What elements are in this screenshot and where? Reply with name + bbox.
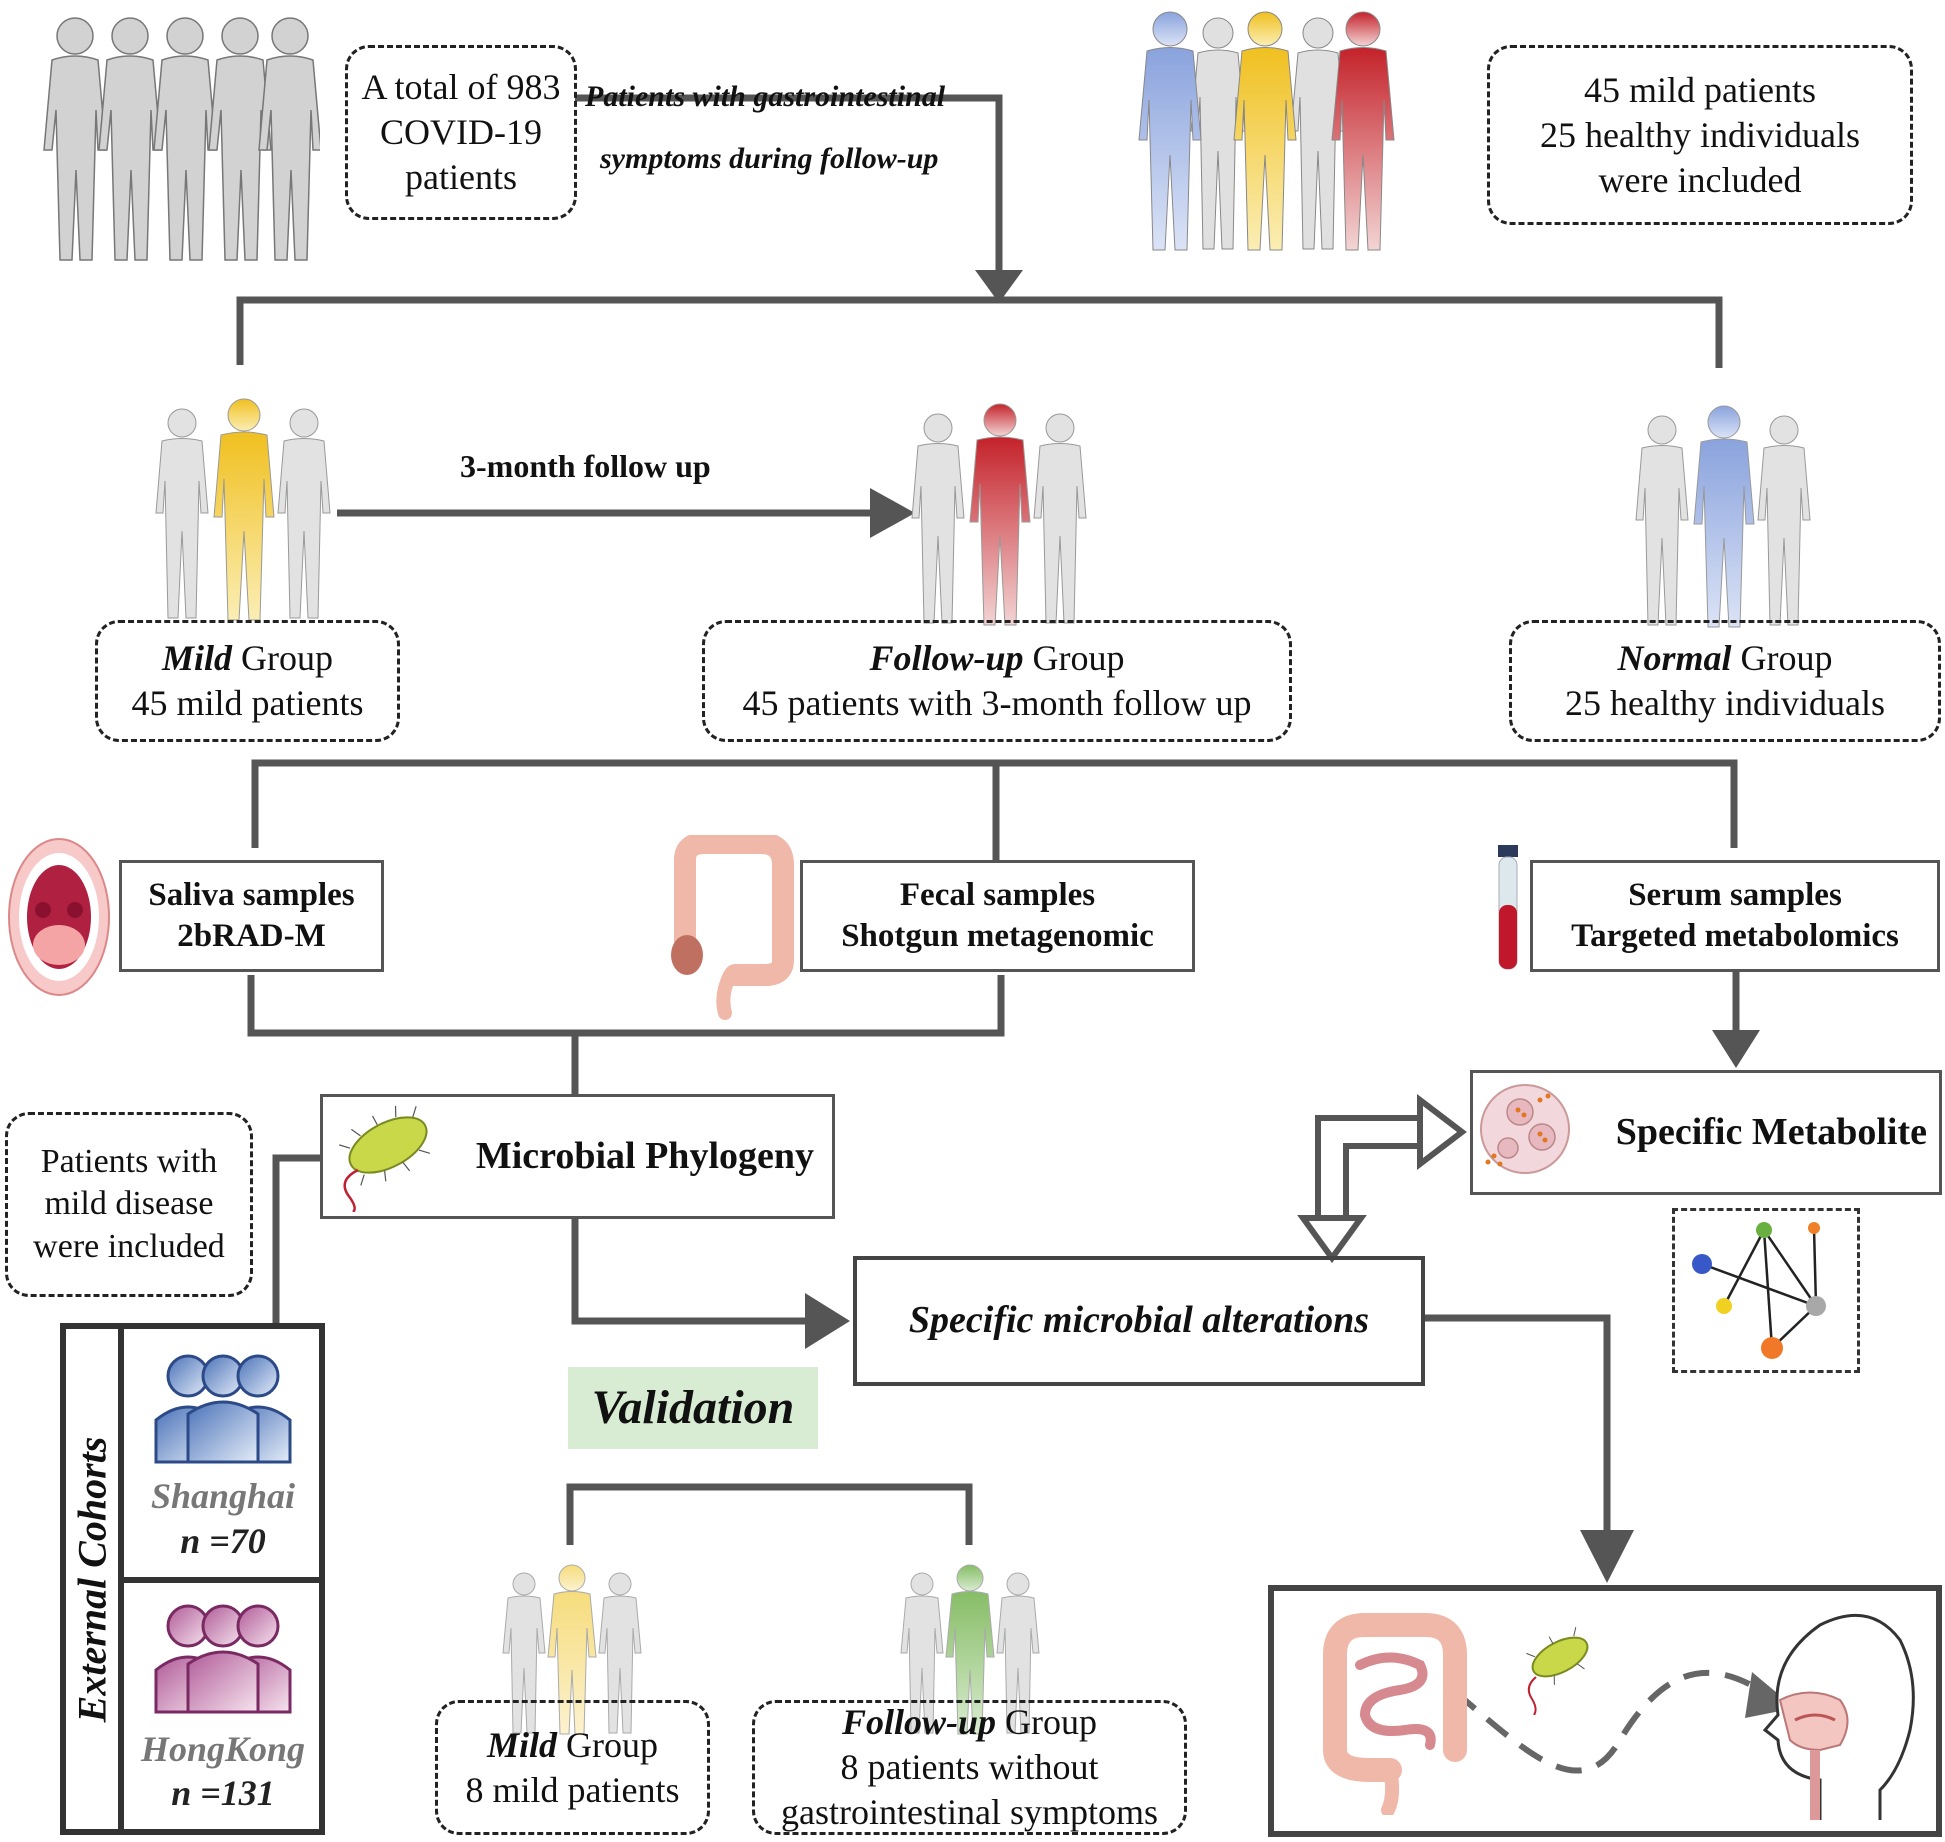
fecal-line-2: Shotgun metagenomic bbox=[841, 918, 1154, 954]
small-bacterium-icon bbox=[1526, 1626, 1589, 1715]
phylogeny-label: Microbial Phylogeny bbox=[475, 1134, 814, 1177]
microbial-alterations-box: Specific microbial alterations bbox=[853, 1256, 1425, 1386]
validation-followup-title: Follow-up bbox=[841, 1702, 997, 1742]
mild-group-box: Mild Group 45 mild patients bbox=[95, 620, 400, 742]
external-cohorts-label: External Cohorts bbox=[69, 1436, 115, 1722]
followup-group-desc: 45 patients with 3-month follow up bbox=[742, 683, 1252, 723]
normal-group-title: Normal bbox=[1617, 638, 1732, 678]
serum-line-1: Serum samples bbox=[1628, 876, 1842, 913]
top-branch-line bbox=[236, 296, 1723, 368]
group-word: Group bbox=[1032, 638, 1125, 678]
total-line-1: A total of 983 bbox=[361, 67, 561, 107]
serum-line-2: Targeted metabolomics bbox=[1571, 918, 1899, 954]
included-mild-line-3: were included bbox=[33, 1227, 225, 1265]
validation-followup-figure-icon bbox=[900, 1564, 1040, 1735]
validation-badge: Validation bbox=[568, 1367, 818, 1449]
group-word: Group bbox=[566, 1724, 658, 1765]
validation-bracket-line bbox=[566, 1483, 973, 1545]
arrowhead-down bbox=[975, 270, 1023, 303]
mild-group-desc: 45 mild patients bbox=[131, 683, 364, 723]
followup-patient-figure-icon bbox=[911, 403, 1087, 626]
shanghai-label: Shanghai bbox=[150, 1476, 296, 1516]
shanghai-people-group-icon bbox=[154, 1354, 292, 1464]
followup-group-box: Follow-up Group 45 patients with 3-month… bbox=[702, 620, 1292, 742]
external-cohorts-side: External Cohorts bbox=[66, 1329, 124, 1829]
group-word: Group bbox=[1005, 1702, 1098, 1742]
cell-icon bbox=[1480, 1084, 1570, 1174]
gut-icon bbox=[1323, 1613, 1467, 1815]
gut-oral-axis-panel bbox=[1268, 1585, 1942, 1837]
shanghai-n: n =70 bbox=[180, 1521, 266, 1561]
bidirectional-arrow bbox=[1297, 1093, 1467, 1264]
group-word: Group bbox=[241, 638, 333, 678]
included-box: 45 mild patients 25 healthy individuals … bbox=[1487, 45, 1913, 225]
validation-followup-box: Follow-up Group 8 patients without gastr… bbox=[752, 1700, 1187, 1835]
mouth-icon bbox=[8, 838, 110, 996]
validation-mild-figure-icon bbox=[502, 1564, 642, 1735]
validation-mild-box: Mild Group 8 mild patients bbox=[435, 1700, 710, 1835]
bacterium-icon bbox=[339, 1105, 430, 1212]
total-line-2: COVID-19 bbox=[380, 112, 542, 152]
mild-patient-figure-icon bbox=[155, 398, 331, 621]
metabolite-label: Specific Metabolite bbox=[1615, 1110, 1927, 1153]
normal-individual-figure-icon bbox=[1635, 405, 1811, 628]
population-silhouette-icon bbox=[43, 17, 320, 261]
phylogeny-to-alterations-line bbox=[571, 1219, 815, 1325]
hongkong-label: HongKong bbox=[140, 1729, 306, 1769]
included-line-1: 45 mild patients bbox=[1584, 69, 1816, 110]
validation-label: Validation bbox=[591, 1381, 795, 1434]
arrowhead-right bbox=[805, 1293, 850, 1349]
included-line-2: 25 healthy individuals bbox=[1540, 114, 1860, 155]
fecal-samples-box: Fecal samples Shotgun metagenomic bbox=[800, 860, 1195, 972]
included-mild-line-1: Patients with bbox=[40, 1142, 218, 1180]
arrowhead-right bbox=[870, 488, 915, 538]
mild-included-box: Patients with mild disease were included bbox=[5, 1112, 253, 1297]
arrowhead-down bbox=[1580, 1530, 1634, 1583]
validation-mild-desc: 8 mild patients bbox=[465, 1769, 680, 1810]
total-line-3: patients bbox=[405, 157, 517, 197]
network-icon bbox=[1692, 1222, 1826, 1359]
colon-icon bbox=[671, 835, 794, 1020]
alterations-label: Specific microbial alterations bbox=[908, 1299, 1370, 1342]
followup-group-title: Follow-up bbox=[869, 638, 1024, 678]
validation-followup-desc-2: gastrointestinal symptoms bbox=[781, 1792, 1158, 1832]
blood-tube-icon bbox=[1498, 845, 1518, 970]
included-mild-line-2: mild disease bbox=[44, 1185, 214, 1223]
group-word: Group bbox=[1740, 638, 1833, 678]
included-line-3: were included bbox=[1598, 159, 1802, 200]
saliva-line-1: Saliva samples bbox=[148, 876, 355, 913]
mild-group-title: Mild bbox=[161, 638, 232, 678]
followup-arrow-label: 3-month follow up bbox=[460, 448, 711, 484]
arrowhead-down bbox=[1712, 1030, 1760, 1068]
normal-group-box: Normal Group 25 healthy individuals bbox=[1509, 620, 1941, 742]
hongkong-people-group-icon bbox=[154, 1604, 292, 1714]
total-patients-box: A total of 983 COVID-19 patients bbox=[345, 45, 577, 220]
normal-group-desc: 25 healthy individuals bbox=[1565, 683, 1885, 723]
saliva-line-2: 2bRAD-M bbox=[177, 918, 326, 954]
cohort-silhouette-icon bbox=[1138, 11, 1395, 251]
saliva-samples-box: Saliva samples 2bRAD-M bbox=[119, 860, 384, 972]
network-box bbox=[1672, 1208, 1860, 1373]
fecal-line-1: Fecal samples bbox=[899, 876, 1096, 913]
total-to-branch-line bbox=[575, 94, 1003, 283]
validation-followup-desc-1: 8 patients without bbox=[840, 1747, 1099, 1787]
head-icon bbox=[1762, 1613, 1915, 1820]
cohort-divider bbox=[124, 1577, 319, 1583]
included-to-external-line bbox=[272, 1154, 330, 1325]
gi-label-line-1: Patients with gastrointestinal bbox=[585, 80, 946, 113]
external-cohorts-panel: External Cohorts bbox=[60, 1323, 325, 1835]
hongkong-n: n =131 bbox=[171, 1773, 275, 1813]
gi-label-line-2: symptoms during follow-up bbox=[600, 142, 939, 175]
serum-samples-box: Serum samples Targeted metabolomics bbox=[1530, 860, 1940, 972]
validation-mild-title: Mild bbox=[486, 1724, 557, 1765]
alterations-to-axis-line bbox=[1423, 1314, 1611, 1540]
merge-line bbox=[247, 975, 1005, 1037]
